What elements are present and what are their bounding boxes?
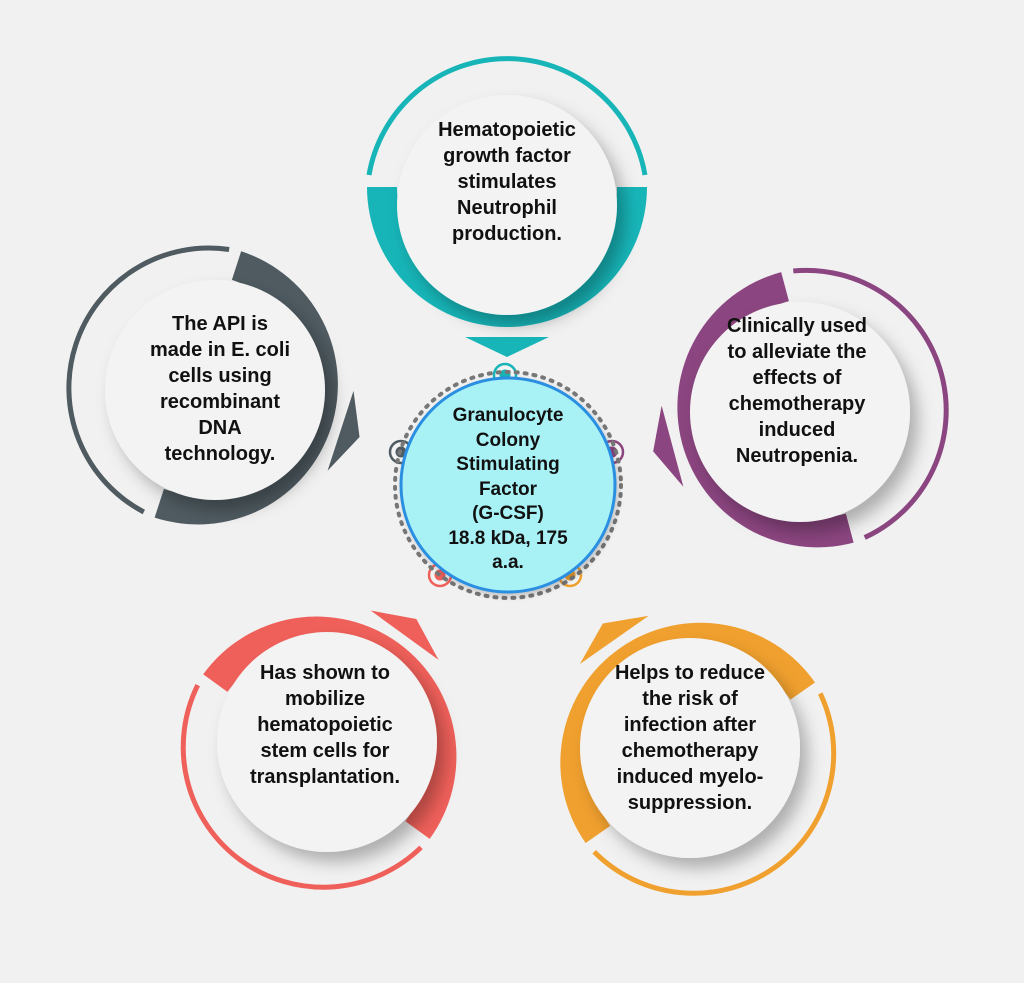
text-line: Neutropenia. bbox=[735, 445, 859, 467]
outer-ring-arc bbox=[592, 692, 837, 896]
node-bottom-left bbox=[180, 610, 457, 890]
pointer-arrow bbox=[465, 337, 549, 357]
text-line: hematopoietic bbox=[257, 714, 393, 736]
node-circle bbox=[217, 632, 437, 852]
hub-text-line: Colony bbox=[475, 429, 541, 451]
text-line: DNA bbox=[198, 417, 242, 439]
hub-dotted-ring bbox=[393, 370, 623, 600]
text-line: stem cells for bbox=[260, 740, 390, 762]
text-line: induced myelo- bbox=[616, 766, 764, 788]
text-line: Neutrophil bbox=[457, 197, 557, 219]
thick-band bbox=[367, 187, 647, 327]
node-left bbox=[66, 245, 360, 525]
text-line: effects of bbox=[752, 367, 842, 389]
text-line: to alleviate the bbox=[727, 341, 867, 363]
node-text-right: Clinically used to alleviate the effects o… bbox=[687, 313, 907, 469]
text-line: Helps to reduce bbox=[614, 662, 766, 684]
text-line: the risk of bbox=[642, 688, 738, 710]
text-line: growth factor bbox=[443, 145, 571, 167]
text-line: Clinically used bbox=[726, 315, 868, 337]
text-line: technology. bbox=[164, 443, 276, 465]
node-text-bottom-left: Has shown to mobilize hematopoietic stem ce… bbox=[215, 660, 435, 790]
text-line: stimulates bbox=[457, 171, 557, 193]
node-right bbox=[653, 267, 949, 548]
text-line: cells using bbox=[168, 365, 272, 387]
hub-text-line: 18.8 kDa, 175 bbox=[448, 527, 568, 549]
text-line: suppression. bbox=[627, 792, 753, 814]
outer-ring-arc bbox=[366, 56, 648, 176]
text-line: chemotherapy bbox=[621, 740, 759, 762]
node-circle bbox=[580, 638, 800, 858]
text-line: Hematopoietic bbox=[438, 119, 576, 141]
text-line: induced bbox=[758, 419, 836, 441]
hub-text-line: Factor bbox=[478, 478, 538, 500]
pointer-arrow bbox=[327, 390, 360, 471]
text-line: infection after bbox=[623, 714, 757, 736]
text-line: Has shown to bbox=[259, 662, 390, 684]
node-circle bbox=[690, 302, 910, 522]
node-circle bbox=[104, 280, 325, 500]
hub-text-line: Granulocyte bbox=[452, 405, 564, 426]
hub-text-line: Stimulating bbox=[456, 454, 560, 475]
text-line: made in E. coli bbox=[149, 339, 291, 361]
outer-ring-arc bbox=[66, 245, 230, 515]
outer-ring-arc bbox=[180, 684, 423, 890]
hub-circle bbox=[399, 376, 617, 594]
pointer-arrow bbox=[653, 405, 684, 487]
text-line: The API is bbox=[172, 313, 268, 335]
text-line: mobilize bbox=[284, 688, 365, 710]
text-line: transplantation. bbox=[249, 766, 400, 788]
hub-text-line: (G-CSF) bbox=[472, 503, 544, 524]
node-top bbox=[366, 56, 648, 357]
text-line: chemotherapy bbox=[728, 393, 866, 415]
node-circle bbox=[397, 95, 617, 315]
node-text-bottom-right: Helps to reduce the risk of infection afte… bbox=[580, 660, 800, 816]
hub-text-line: a.a. bbox=[492, 552, 524, 573]
node-text-left: The API is made in E. coli cells using reco… bbox=[110, 311, 330, 467]
text-line: production. bbox=[452, 223, 562, 245]
text-line: recombinant bbox=[159, 391, 281, 413]
outer-ring-arc bbox=[793, 267, 949, 540]
